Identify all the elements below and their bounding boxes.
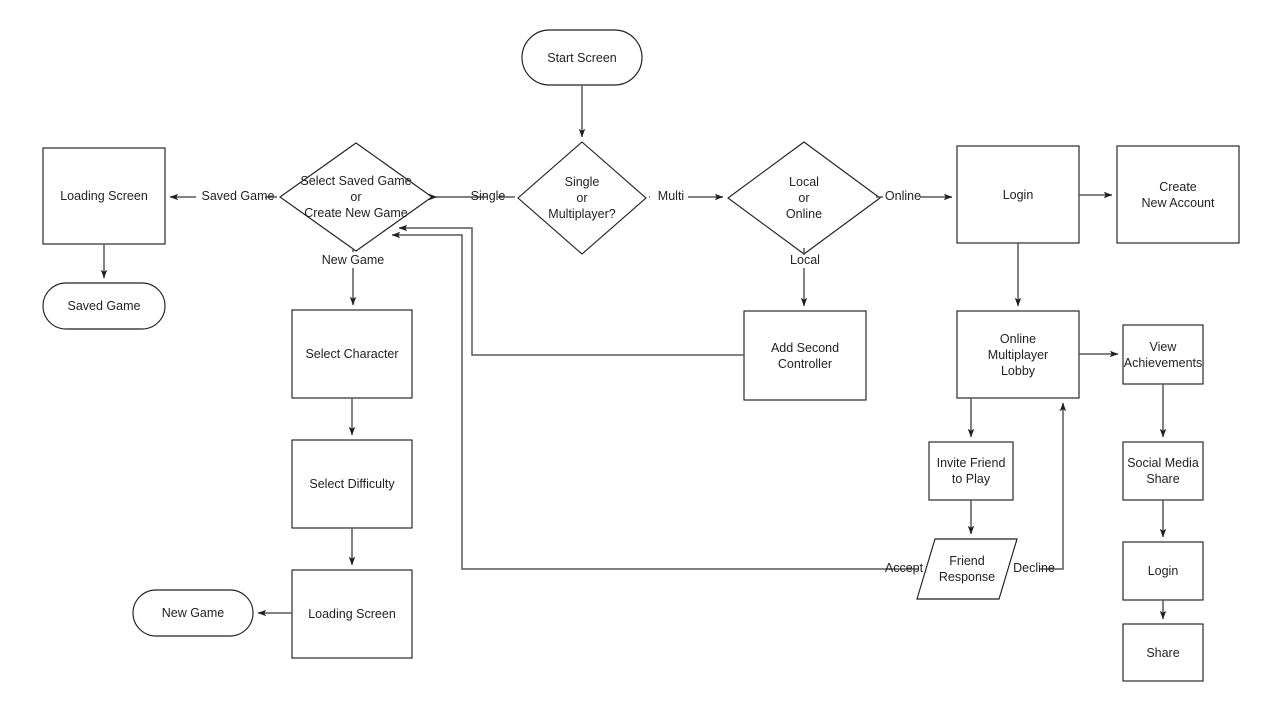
edge-label-new-game: New Game [321,253,385,267]
node-view-achievements[interactable] [1123,325,1203,384]
edge-label-decline: Decline [1013,561,1055,575]
node-loading-screen-new[interactable] [292,570,412,658]
shape-new-game [132,589,254,637]
shape-saved-game [42,282,166,330]
node-online-multiplayer-lobby[interactable] [957,311,1079,398]
node-new-game[interactable] [133,590,253,636]
edge-label-online: Online [884,189,922,203]
node-friend-response[interactable] [917,539,1017,599]
node-login-share[interactable] [1123,542,1203,600]
node-login-online[interactable] [957,146,1079,243]
edge-response-accept [391,231,919,570]
node-add-second-controller[interactable] [744,311,866,400]
shape-single-or-multiplayer [517,141,647,255]
edge-label-local: Local [790,253,820,267]
node-loading-screen-saved[interactable] [43,148,165,244]
shape-friend-response [916,538,1018,600]
node-start-screen[interactable] [522,30,642,85]
shape-select-saved-or-new [279,142,433,252]
node-share[interactable] [1123,624,1203,681]
shape-loading-screen-new [291,569,413,659]
node-local-or-online[interactable] [728,142,880,254]
shape-share [1122,623,1204,682]
edge-label-multi: Multi [657,189,685,203]
edge-label-saved-game: Saved Game [201,189,275,203]
node-select-character[interactable] [292,310,412,398]
node-social-media-share[interactable] [1123,442,1203,500]
edge-controller-to-saved-menu [398,224,744,356]
shape-create-new-account [1116,145,1240,244]
node-invite-friend[interactable] [929,442,1013,500]
node-select-saved-or-new[interactable] [280,143,432,251]
edge-label-single: Single [470,189,506,203]
node-create-new-account[interactable] [1117,146,1239,243]
node-saved-game[interactable] [43,283,165,329]
node-select-difficulty[interactable] [292,440,412,528]
edge-response-decline [1040,402,1067,570]
node-single-or-multiplayer[interactable] [518,142,646,254]
edge-label-accept: Accept [884,561,924,575]
